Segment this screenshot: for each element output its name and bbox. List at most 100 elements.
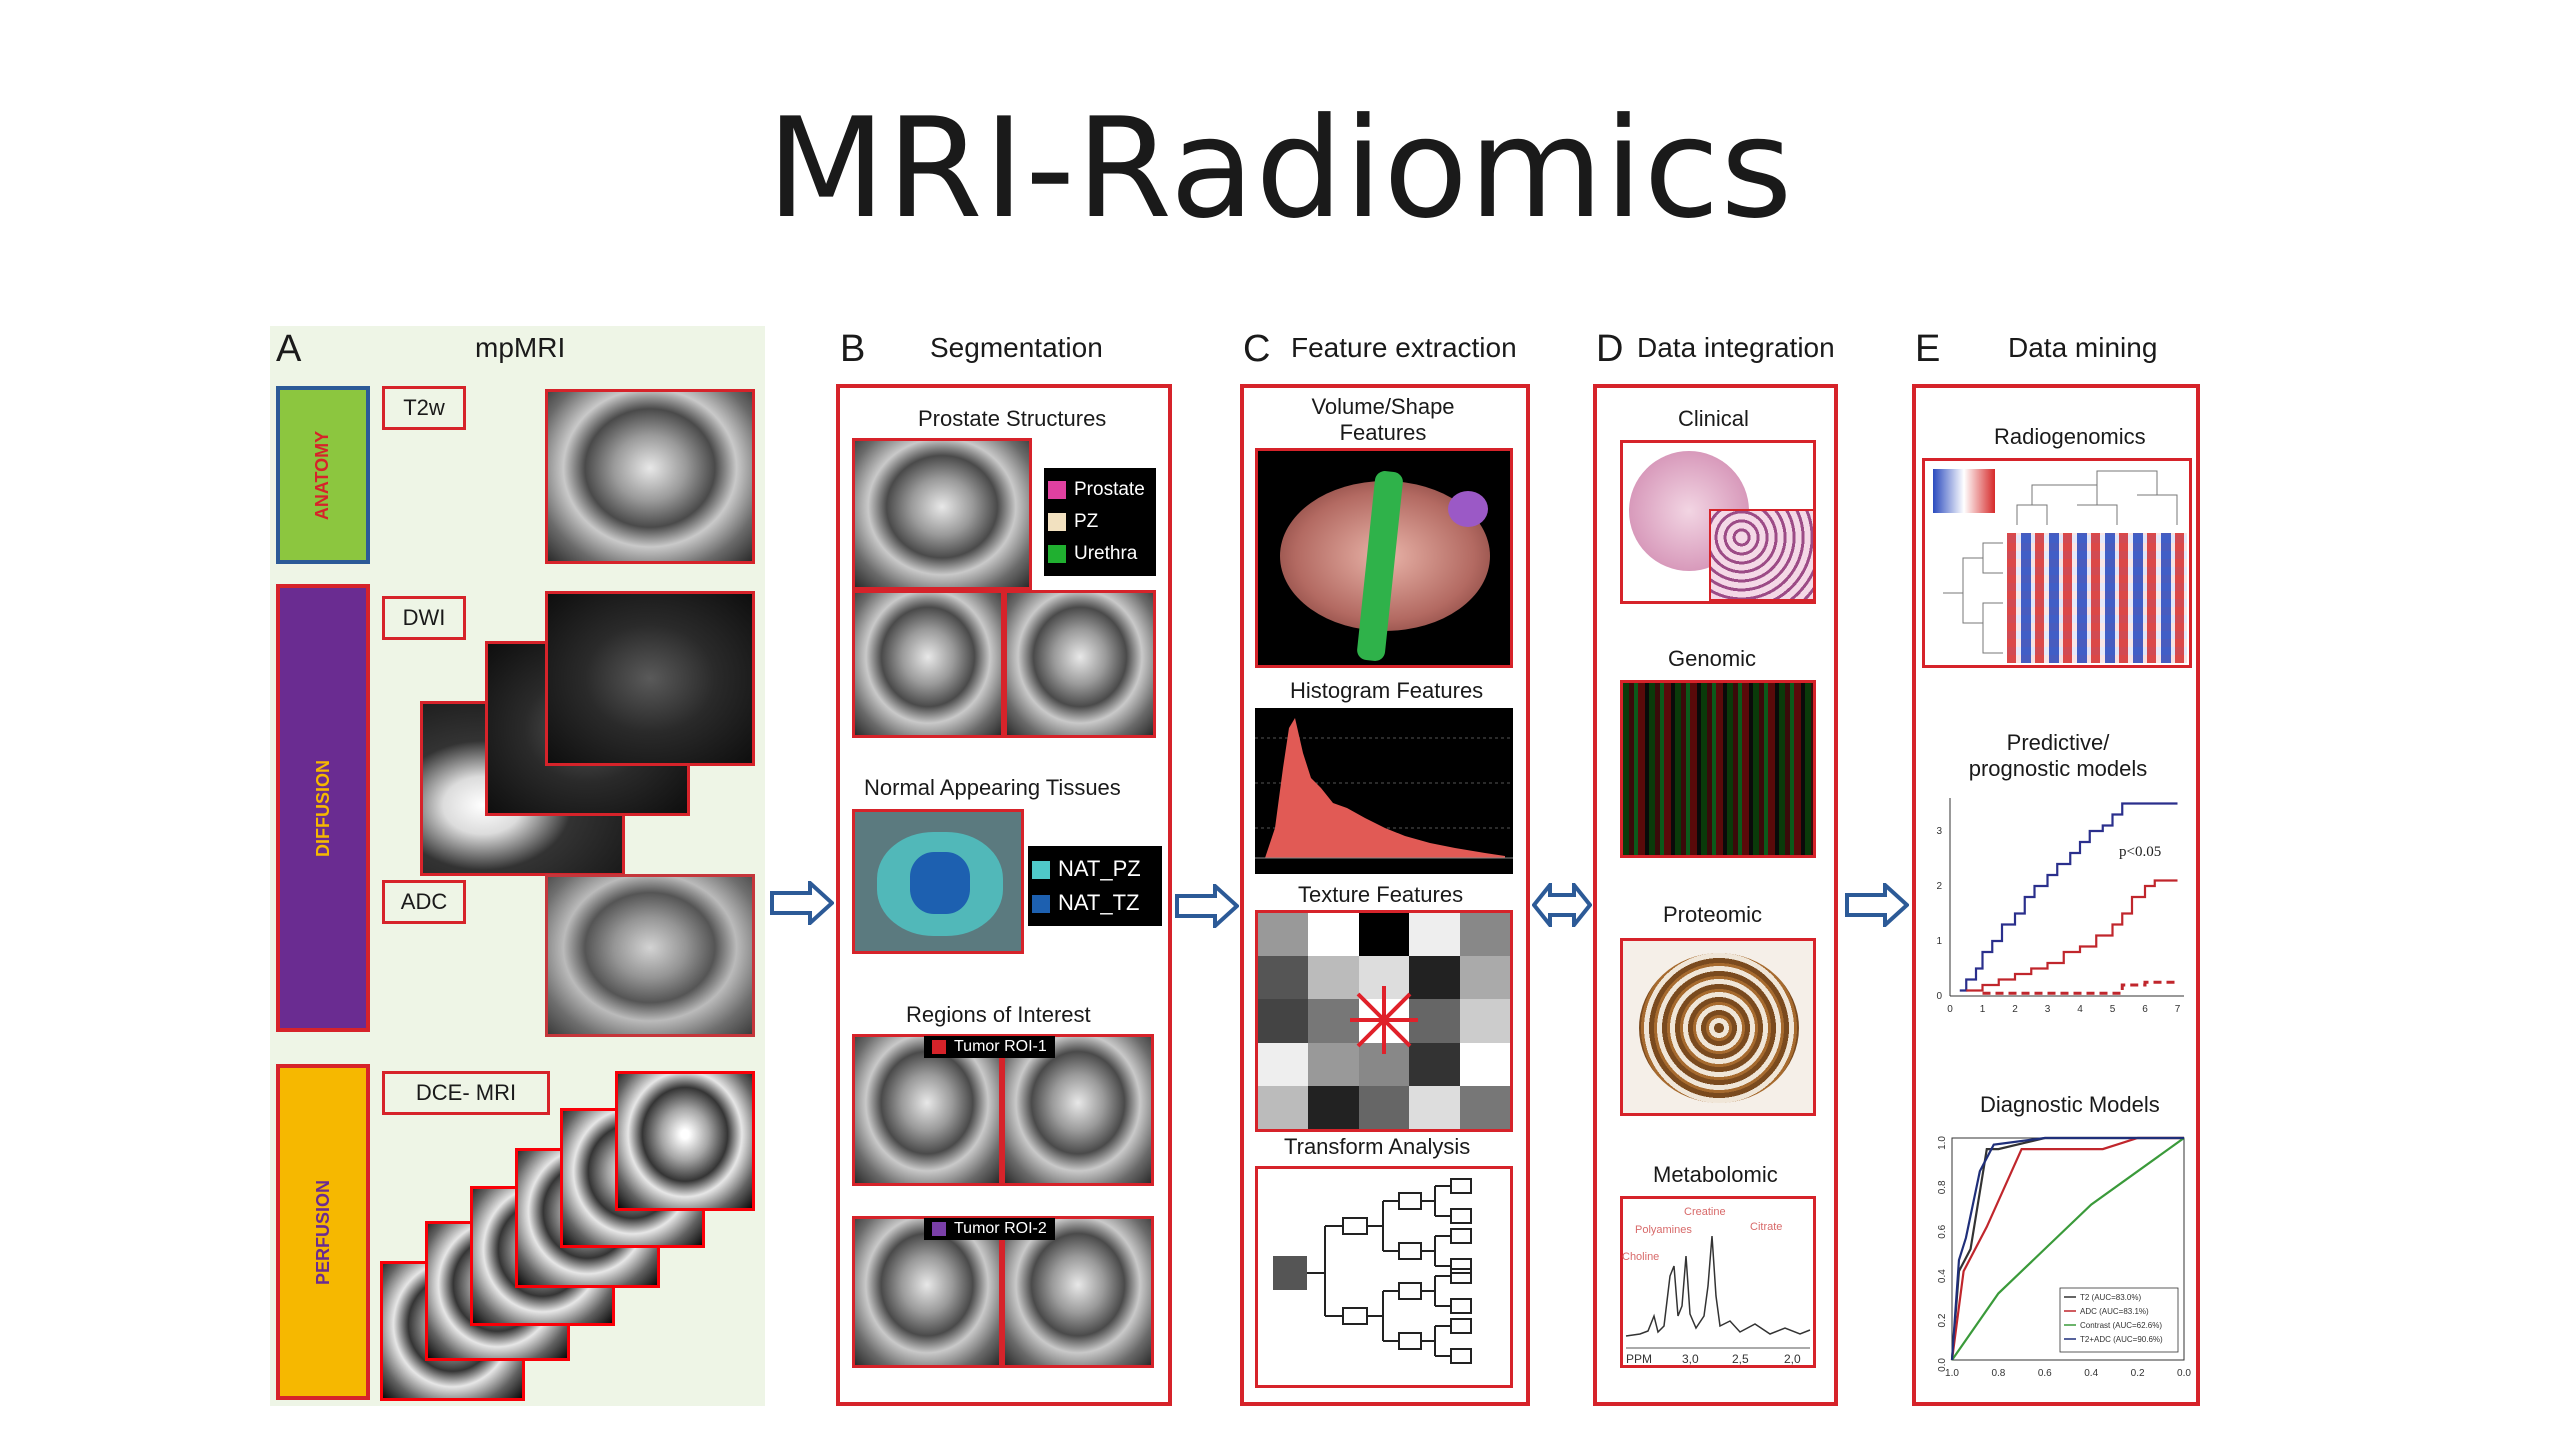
x-tick-label: 5 bbox=[2110, 1004, 2116, 1015]
label-choline: Choline bbox=[1622, 1251, 1660, 1263]
arrow-d-to-e bbox=[1845, 883, 1909, 927]
roi-title: Regions of Interest bbox=[906, 1002, 1091, 1027]
series-line-3 bbox=[1950, 1136, 2184, 1361]
transform-title: Transform Analysis bbox=[1284, 1134, 1471, 1159]
panel-a-heading: mpMRI bbox=[475, 332, 566, 363]
diffusion-band: DIFFUSION bbox=[276, 584, 370, 1032]
predictive-title: Predictive/ prognostic models bbox=[1968, 730, 2148, 781]
panel-b-letter: B bbox=[840, 328, 866, 370]
y-tick-label: 0 bbox=[1936, 991, 1942, 1002]
roi-image-1a bbox=[852, 1034, 1002, 1186]
series-line-1 bbox=[1966, 879, 2178, 992]
x-tick-label: 2 bbox=[2012, 1004, 2018, 1015]
dwi-image-front bbox=[545, 591, 755, 766]
radiomics-figure: A mpMRI ANATOMY DIFFUSION PERFUSION T2w … bbox=[270, 326, 2230, 1406]
segmentation-image-axial bbox=[852, 438, 1032, 590]
label-creatine: Creatine bbox=[1684, 1206, 1726, 1218]
legend-pz: PZ bbox=[1074, 511, 1099, 532]
diagnostic-title: Diagnostic Models bbox=[1980, 1092, 2160, 1117]
heatmap-cells bbox=[2007, 533, 2187, 663]
y-tick-label: 0.0 bbox=[1937, 1358, 1948, 1372]
label-polyamines: Polyamines bbox=[1635, 1224, 1692, 1236]
anatomy-label: ANATOMY bbox=[312, 430, 333, 520]
panel-e-letter: E bbox=[1915, 328, 1941, 370]
radiogenomics-title: Radiogenomics bbox=[1994, 424, 2146, 449]
perfusion-band: PERFUSION bbox=[276, 1064, 370, 1400]
label-ppm-20: 2,0 bbox=[1784, 1352, 1801, 1366]
normal-tissues-image bbox=[852, 809, 1024, 954]
legend-prostate: Prostate bbox=[1074, 479, 1145, 500]
arrow-b-to-c bbox=[1175, 884, 1239, 928]
radiogenomics-heatmap bbox=[1922, 458, 2192, 668]
proteomic-title: Proteomic bbox=[1663, 902, 1763, 927]
genomic-title: Genomic bbox=[1668, 646, 1757, 671]
roi-image-2b bbox=[1002, 1216, 1154, 1368]
label-citrate: Citrate bbox=[1750, 1221, 1783, 1233]
tumor-roi-1-tag: Tumor ROI-1 bbox=[924, 1036, 1055, 1058]
segmentation-image-sagittal bbox=[852, 590, 1004, 738]
panel-d-heading: Data integration bbox=[1637, 332, 1835, 363]
adc-image bbox=[545, 874, 755, 1037]
histogram-plot bbox=[1255, 708, 1513, 874]
histology-zoom bbox=[1709, 509, 1815, 601]
arrow-a-to-b bbox=[770, 881, 834, 925]
label-ppm: PPM bbox=[1626, 1352, 1653, 1366]
normal-tissues-title: Normal Appearing Tissues bbox=[864, 775, 1121, 800]
volume-shape-render bbox=[1255, 448, 1513, 668]
adc-label: ADC bbox=[382, 880, 466, 924]
texture-grid bbox=[1255, 910, 1513, 1132]
roi-image-1b bbox=[1002, 1034, 1154, 1186]
y-tick-label: 0.2 bbox=[1937, 1313, 1948, 1327]
roc-legend: T2 (AUC=83.0%)ADC (AUC=83.1%)Contrast (A… bbox=[2059, 1287, 2179, 1353]
histogram-title: Histogram Features bbox=[1290, 678, 1484, 703]
roc-legend-box bbox=[2059, 1287, 2179, 1353]
legend-nat-pz: NAT_PZ bbox=[1058, 856, 1141, 881]
t2w-label: T2w bbox=[382, 386, 466, 430]
x-tick-label: 1 bbox=[1980, 1004, 1986, 1015]
x-tick-label: 0.0 bbox=[2177, 1368, 2191, 1379]
y-tick-label: 3 bbox=[1936, 826, 1942, 837]
proteomic-stain bbox=[1620, 938, 1816, 1116]
genomic-heatmap bbox=[1620, 680, 1816, 858]
perfusion-label: PERFUSION bbox=[312, 1179, 333, 1285]
slide-title: MRI-Radiomics bbox=[766, 88, 1794, 249]
y-tick-label: 1.0 bbox=[1937, 1136, 1948, 1150]
segmentation-image-coronal bbox=[1004, 590, 1156, 738]
y-tick-label: 0.4 bbox=[1937, 1269, 1948, 1283]
metabolomic-spectrum bbox=[1620, 1196, 1816, 1368]
dendrogram-top bbox=[2016, 470, 2178, 525]
panel-e-heading: Data mining bbox=[2008, 332, 2158, 363]
tumor-roi-2-tag: Tumor ROI-2 bbox=[924, 1218, 1055, 1240]
y-tick-label: 2 bbox=[1936, 881, 1942, 892]
roc-legend-entry: ADC (AUC=83.1%) bbox=[2080, 1307, 2149, 1316]
tumor-roi-2-label: Tumor ROI-2 bbox=[954, 1220, 1047, 1237]
y-tick-label: 1 bbox=[1936, 936, 1942, 947]
x-tick-label: 0.8 bbox=[1991, 1368, 2005, 1379]
x-tick-label: 1.0 bbox=[1945, 1368, 1959, 1379]
x-tick-label: 6 bbox=[2142, 1004, 2148, 1015]
dce-label: DCE- MRI bbox=[382, 1071, 550, 1115]
diffusion-label: DIFFUSION bbox=[312, 759, 333, 857]
roc-legend-entry: Contrast (AUC=62.6%) bbox=[2080, 1321, 2162, 1330]
panel-a-letter: A bbox=[276, 328, 302, 370]
p-value-annotation: p<0.05 bbox=[2119, 844, 2161, 860]
panel-b-heading: Segmentation bbox=[930, 332, 1103, 363]
clinical-histology bbox=[1620, 440, 1816, 604]
x-tick-label: 0.2 bbox=[2131, 1368, 2145, 1379]
x-tick-label: 4 bbox=[2077, 1004, 2083, 1015]
series-line-1 bbox=[1950, 1136, 2184, 1361]
x-tick-label: 3 bbox=[2045, 1004, 2051, 1015]
roc-legend-entry: T2+ADC (AUC=90.6%) bbox=[2080, 1335, 2163, 1344]
label-ppm-30: 3,0 bbox=[1682, 1352, 1699, 1366]
panel-d-letter: D bbox=[1596, 328, 1624, 370]
series-line-2 bbox=[1982, 980, 2178, 995]
roi-image-2a bbox=[852, 1216, 1002, 1368]
nat-tz-region bbox=[910, 852, 970, 914]
metabolomic-title: Metabolomic bbox=[1653, 1162, 1778, 1187]
segmentation-legend: Prostate PZ Urethra bbox=[1044, 468, 1156, 576]
tumor-roi-1-label: Tumor ROI-1 bbox=[954, 1038, 1047, 1055]
clinical-title: Clinical bbox=[1678, 406, 1749, 431]
dwi-label: DWI bbox=[382, 596, 466, 640]
proteomic-core bbox=[1639, 953, 1799, 1103]
